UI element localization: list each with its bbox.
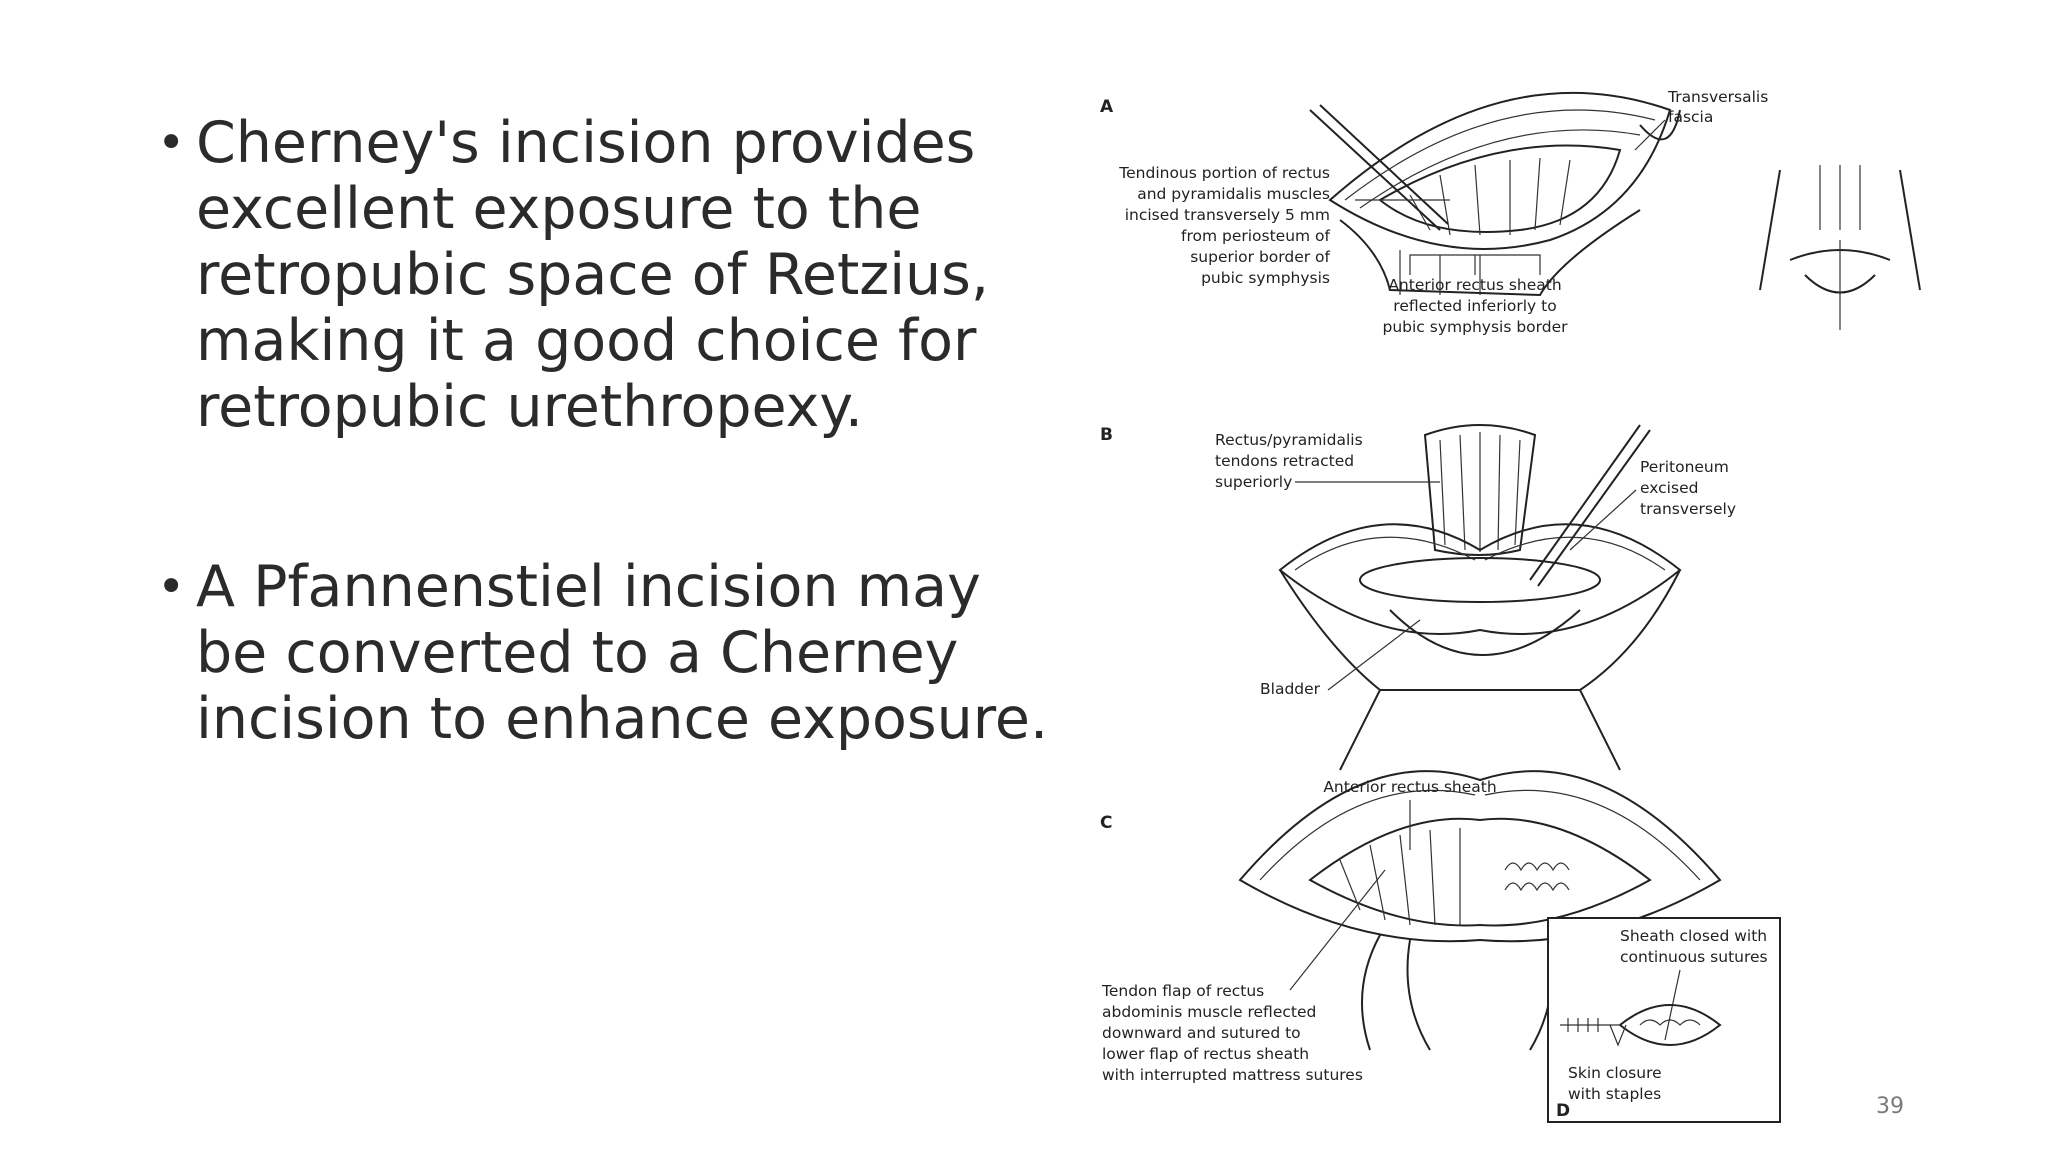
bullet-text: A Pfannenstiel incision may be converted… (196, 554, 1049, 752)
label-rectus-retracted: Rectus/pyramidalis tendons retracted sup… (1215, 431, 1440, 491)
label-line: Skin closure (1568, 1064, 1662, 1082)
bullet-item: • Cherney's incision provides excellent … (150, 110, 1050, 440)
panel-a-drawing (1309, 91, 1681, 297)
page-number: 39 (1876, 1094, 1904, 1119)
label-line: downward and sutured to (1102, 1024, 1301, 1042)
panel-d-inset: D Sheath closed with continuous sutures … (1547, 917, 1781, 1123)
label-line: superiorly (1215, 473, 1292, 491)
label-bladder: Bladder (1260, 619, 1421, 698)
torso-inset-icon (1759, 165, 1921, 330)
label-line: tendons retracted (1215, 452, 1354, 470)
label-line: Peritoneum (1640, 458, 1729, 476)
label-line: fascia (1668, 108, 1713, 126)
label-line: from periosteum of (1181, 227, 1331, 245)
panel-c-letter: C (1100, 813, 1112, 833)
label-line: superior border of (1190, 248, 1330, 266)
label-tendinous-portion: Tendinous portion of rectus and pyramida… (1118, 164, 1450, 287)
label-line: Transversalis (1667, 90, 1768, 106)
label-anterior-sheath-reflected: Anterior rectus sheath reflected inferio… (1383, 254, 1569, 336)
label-peritoneum: Peritoneum excised transversely (1569, 458, 1736, 551)
panel-a-letter: A (1100, 97, 1114, 117)
bullet-dot-icon: • (157, 559, 186, 615)
panel-b-letter: B (1100, 425, 1113, 445)
label-line: Sheath closed with (1620, 927, 1767, 945)
panel-b-drawing (1278, 424, 1682, 771)
label-line: pubic symphysis border (1383, 318, 1569, 336)
label-line: lower flap of rectus sheath (1102, 1045, 1309, 1063)
label-line: and pyramidalis muscles (1137, 185, 1330, 203)
label-tendon-flap: Tendon flap of rectus abdominis muscle r… (1101, 869, 1386, 1084)
label-line: pubic symphysis (1201, 269, 1330, 287)
label-line: Tendon flap of rectus (1101, 982, 1264, 1000)
label-line: Rectus/pyramidalis (1215, 431, 1363, 449)
label-line: reflected inferiorly to (1393, 297, 1556, 315)
bullet-text: Cherney's incision provides excellent ex… (196, 110, 989, 440)
surgical-illustration: A (1080, 88, 1960, 1130)
label-line: transversely (1640, 500, 1736, 518)
label-line: incised transversely 5 mm (1125, 206, 1330, 224)
label-anterior-sheath-c: Anterior rectus sheath (1323, 778, 1497, 850)
panel-d-letter: D (1556, 1101, 1570, 1121)
bullet-item: • A Pfannenstiel incision may be convert… (150, 554, 1050, 752)
label-line: excised (1640, 479, 1698, 497)
bullet-dot-icon: • (157, 115, 186, 171)
label-line: Tendinous portion of rectus (1118, 164, 1330, 182)
label-line: Anterior rectus sheath (1388, 276, 1561, 294)
bullet-list: • Cherney's incision provides excellent … (150, 110, 1050, 752)
label-line: Anterior rectus sheath (1323, 778, 1496, 796)
label-line: Bladder (1260, 680, 1321, 698)
label-line: continuous sutures (1620, 948, 1768, 966)
label-line: abdominis muscle reflected (1102, 1003, 1316, 1021)
label-transversalis-fascia: Transversalis fascia (1634, 88, 1768, 151)
label-line: with interrupted mattress sutures (1102, 1066, 1363, 1084)
label-line: with staples (1568, 1085, 1661, 1103)
